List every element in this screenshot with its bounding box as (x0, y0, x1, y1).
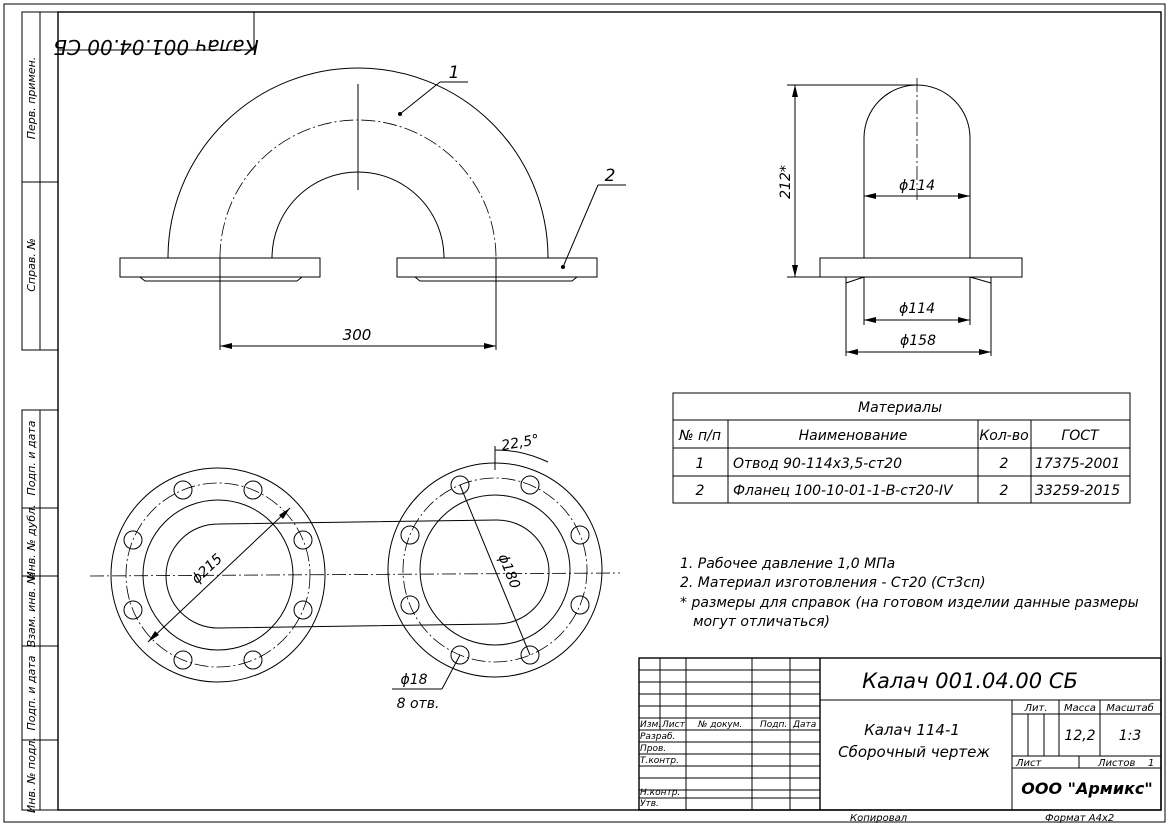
title-block: Изм. Лист № докум. Подп. Дата Разраб. Пр… (638, 657, 1162, 824)
right-flange (396, 257, 598, 278)
col-header: Кол-во (979, 428, 1028, 444)
table-cell: 2 (1000, 456, 1009, 472)
col-header: ГОСТ (1061, 428, 1100, 444)
note-line: 1. Рабочее давление 1,0 МПа (680, 556, 895, 572)
table-cell: 17375-2001 (1035, 456, 1120, 472)
side-label: Подп. и дата (25, 420, 38, 495)
side-label: Подп. и дата (25, 655, 38, 730)
table-cell: 2 (1000, 483, 1009, 499)
tb-col-sign: Подп. (760, 720, 787, 730)
table-cell: Фланец 100-10-01-1-B-ст20-IV (733, 483, 954, 499)
tb-role: Утв. (640, 799, 659, 809)
mirrored-title-box: Калач 001.04.00 СБ (53, 11, 259, 59)
tb-name-1: Калач 114-1 (864, 721, 960, 739)
pipe-body (165, 519, 550, 629)
tb-scale: 1:3 (1119, 728, 1142, 744)
tb-format: Формат А4х2 (1045, 813, 1114, 824)
bolt-holes-left (123, 480, 313, 670)
tb-sheets-count: 1 (1148, 758, 1154, 769)
table-cell: 1 (696, 456, 705, 472)
table-cell: 2 (696, 483, 705, 499)
materials-caption: Материалы (858, 400, 942, 416)
bolt-holes-right (400, 475, 590, 665)
dim-180: ϕ180 (495, 552, 523, 591)
tb-role: Н.контр. (640, 788, 680, 798)
side-label: Справ. № (25, 238, 38, 292)
side-label: Перв. примен. (25, 57, 38, 140)
tb-sheet-label: Лист (1015, 758, 1043, 769)
note-line: могут отличаться) (693, 614, 830, 630)
tb-scale-label: Масштаб (1106, 702, 1154, 714)
tb-role: Пров. (640, 744, 666, 754)
dim-angle: 22,5° (500, 432, 540, 454)
callout-2: 2 (605, 166, 616, 186)
materials-table: Материалы № п/п Наименование Кол-во ГОСТ… (672, 392, 1131, 504)
note-line: 2. Материал изготовления - Ст20 (Ст3сп) (680, 575, 986, 591)
dim-212: 212* (778, 165, 794, 199)
note-line: * размеры для справок (на готовом издели… (680, 595, 1139, 611)
mirrored-title: Калач 001.04.00 СБ (53, 35, 259, 59)
tb-designation: Калач 001.04.00 СБ (862, 669, 1078, 693)
dim-158: ϕ158 (900, 333, 936, 349)
side-view: 212* ϕ114 ϕ114 ϕ158 (778, 78, 1023, 356)
tb-col-izm: Изм. (640, 720, 661, 730)
col-header: Наименование (799, 428, 908, 444)
col-header: № п/п (678, 428, 721, 444)
side-label: Инв. № дубл. (25, 504, 38, 579)
table-cell: Отвод 90-114х3,5-ст20 (733, 456, 902, 472)
outer-frame (3, 3, 1166, 823)
front-view: 300 1 2 (119, 63, 626, 350)
callout-1: 1 (449, 63, 460, 83)
side-flange (819, 257, 1023, 278)
tb-col-doc: № докум. (697, 720, 742, 730)
tb-lit-label: Лит. (1023, 703, 1047, 714)
bend-outer-arc (167, 67, 549, 259)
dim-215: ϕ215 (189, 551, 226, 587)
tb-col-date: Дата (792, 720, 816, 730)
tb-copied: Копировал (850, 813, 908, 824)
side-label: Инв. № подл. (25, 737, 38, 813)
table-cell: 33259-2015 (1035, 483, 1120, 499)
tb-role: Т.контр. (640, 756, 679, 766)
tb-mass-label: Масса (1064, 703, 1096, 714)
dim-114-bottom: ϕ114 (899, 301, 935, 317)
dim-300: 300 (343, 326, 372, 344)
tb-mass: 12,2 (1064, 728, 1095, 744)
side-label: Взам. инв. № (25, 573, 38, 648)
tb-company: ООО "Армикс" (1021, 779, 1153, 798)
dim-114-top: ϕ114 (899, 178, 935, 194)
tb-role: Разраб. (640, 732, 675, 742)
dim-hole: ϕ18 (400, 672, 427, 688)
tb-sheets-label: Листов (1097, 758, 1135, 769)
tb-name-2: Сборочный чертеж (838, 743, 990, 761)
side-strip: Перв. примен. Справ. № Подп. и дата Инв.… (21, 11, 59, 813)
notes: 1. Рабочее давление 1,0 МПа 2. Материал … (680, 556, 1139, 630)
top-view: ϕ215 ϕ180 22,5° ϕ18 8 отв. (89, 432, 621, 712)
left-flange-outer (110, 467, 326, 683)
dim-hole-count: 8 отв. (397, 696, 440, 712)
tb-col-list: Лист (661, 720, 686, 730)
